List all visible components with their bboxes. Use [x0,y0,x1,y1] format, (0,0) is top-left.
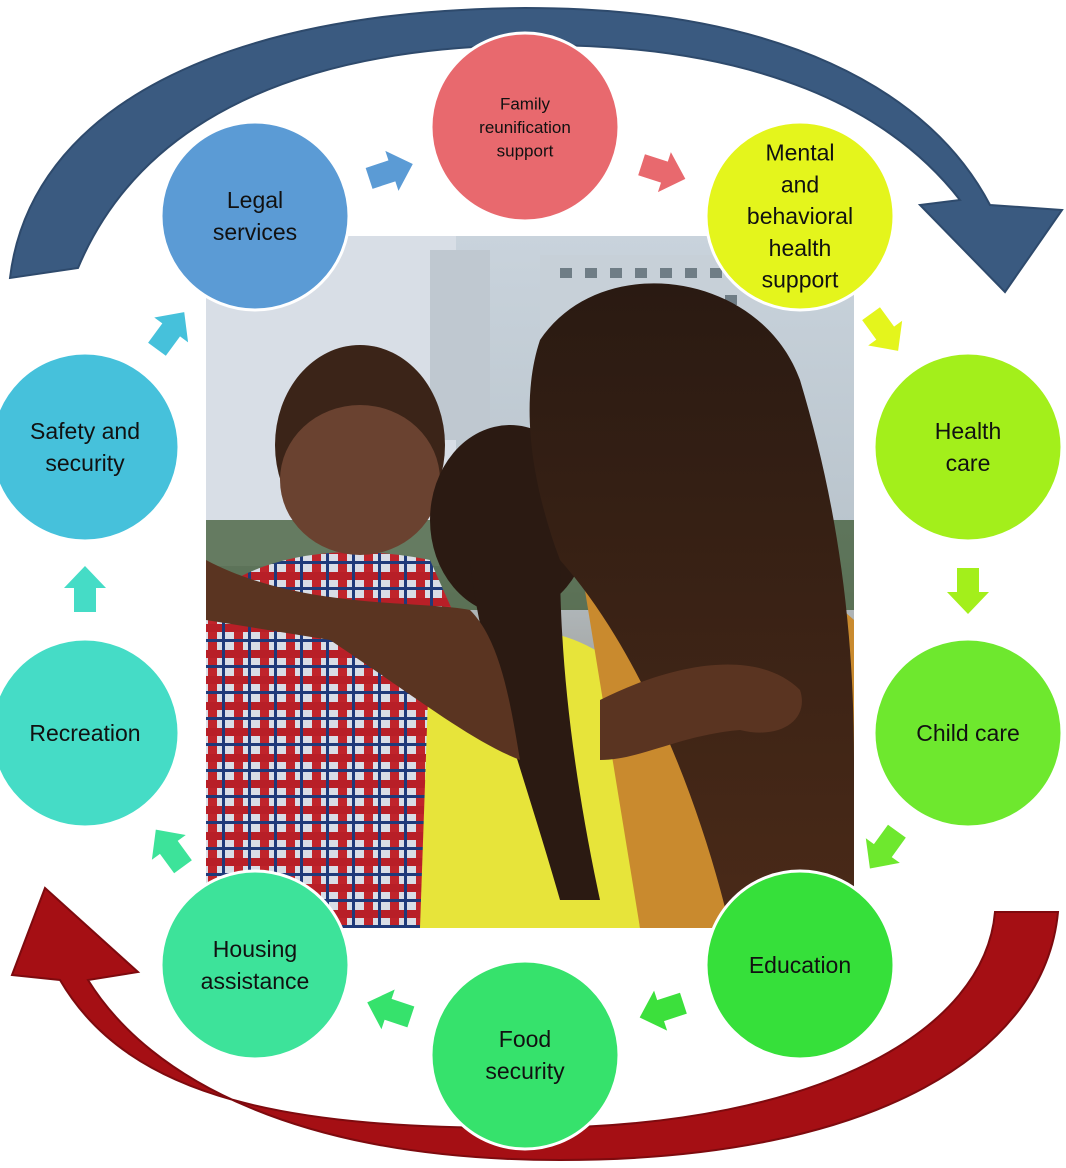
node-circle-food-security [429,959,621,1151]
node-safety-and-security: Safety and security [0,351,181,543]
node-label-line: Child care [916,720,1020,746]
arrow-housing-assistance-to-recreation [151,829,192,874]
node-label-family-reunification-support: Family reunification support [479,94,571,160]
node-label-legal-services: Legal services [213,187,297,245]
arrow-mental-and-behavioral-health-support-to-health-care [862,307,903,351]
node-mental-and-behavioral-health-support: Mental and behavioral health support [704,120,896,312]
node-label-line: Mental [765,140,834,166]
arrow-recreation-to-safety-and-security [64,566,106,612]
node-label-line: services [213,219,297,245]
node-label-line: health [769,235,832,261]
node-circle-recreation [0,637,181,829]
node-label-line: Food [499,1026,551,1052]
family-photo [206,236,854,928]
node-education: Education [704,869,896,1061]
node-label-line: security [45,450,125,476]
arrow-food-security-to-housing-assistance [367,989,415,1030]
node-family-reunification-support: Family reunification support [429,31,621,223]
node-label-line: Health [935,418,1001,444]
arrow-child-care-to-education [865,824,906,869]
node-label-line: support [497,141,554,160]
bottom-cycle-arrow [10,886,1060,1162]
node-label-line: Education [749,952,851,978]
node-circle-family-reunification-support [429,31,621,223]
node-label-line: care [946,450,991,476]
node-child-care: Child care [872,637,1064,829]
node-label-line: support [762,267,839,293]
node-recreation: Recreation [0,637,181,829]
node-label-health-care: Health care [935,418,1001,476]
node-circle-mental-and-behavioral-health-support [704,120,896,312]
top-cycle-arrow [8,6,1064,294]
node-legal-services: Legal services [159,120,351,312]
node-label-line: Housing [213,936,297,962]
arrow-legal-services-to-family-reunification-support [365,150,413,191]
node-label-child-care: Child care [916,720,1020,746]
node-label-housing-assistance: Housing assistance [201,936,310,994]
connector-arrows [64,150,989,1031]
arrow-health-care-to-child-care [947,568,989,614]
node-circle-child-care [872,637,1064,829]
node-label-food-security: Food security [485,1026,565,1084]
node-food-security: Food security [429,959,621,1151]
arrow-education-to-food-security [639,990,687,1031]
node-label-line: security [485,1058,565,1084]
node-label-line: Family [500,94,551,113]
node-label-line: Legal [227,187,283,213]
node-housing-assistance: Housing assistance [159,869,351,1061]
node-circle-housing-assistance [159,869,351,1061]
node-label-line: reunification [479,118,571,137]
node-circle-legal-services [159,120,351,312]
node-circle-education [704,869,896,1061]
node-label-recreation: Recreation [29,720,140,746]
node-circle-safety-and-security [0,351,181,543]
node-label-safety-and-security: Safety and security [30,418,140,476]
node-label-line: and [781,171,819,197]
node-label-line: behavioral [747,203,853,229]
node-label-line: Safety and [30,418,140,444]
node-circle-health-care [872,351,1064,543]
node-label-education: Education [749,952,851,978]
node-label-line: Recreation [29,720,140,746]
arrow-safety-and-security-to-legal-services [148,312,189,356]
node-label-mental-and-behavioral-health-support: Mental and behavioral health support [747,140,853,293]
arrow-family-reunification-support-to-mental-and-behavioral-health-support [638,152,686,193]
node-health-care: Health care [872,351,1064,543]
node-label-line: assistance [201,968,310,994]
